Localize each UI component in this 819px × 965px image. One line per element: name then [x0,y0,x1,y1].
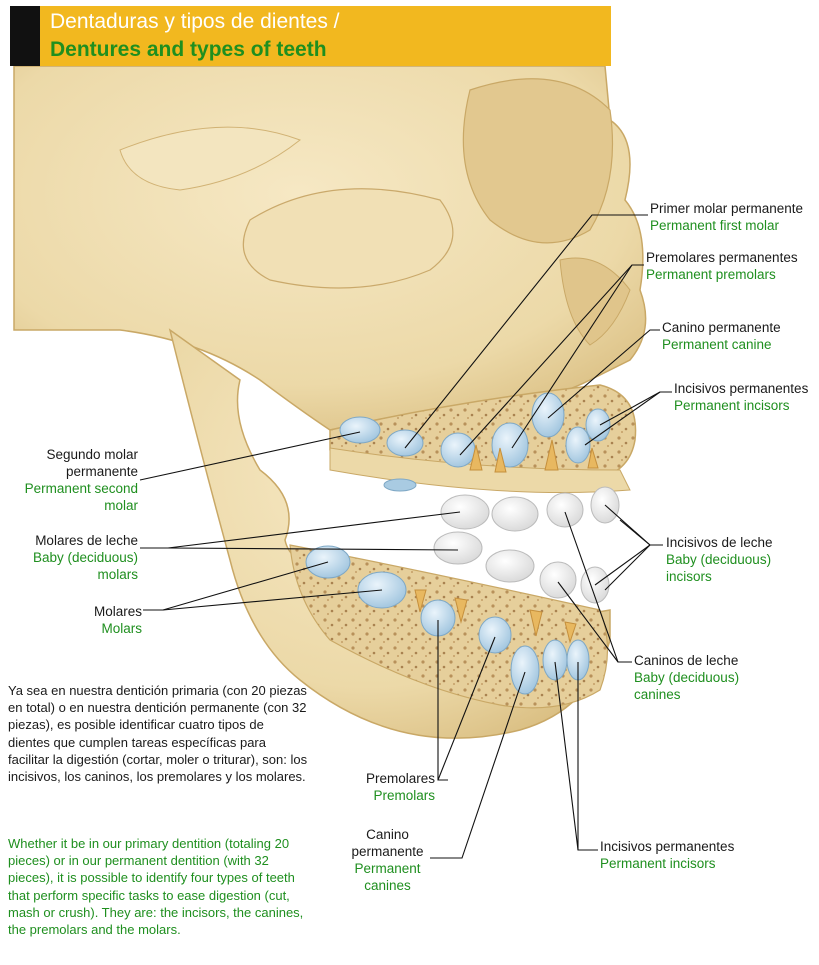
label-molars-es: Molares [8,603,142,620]
label-incisors-top: Incisivos permanentes Permanent incisors [674,380,808,414]
label-canine-bottom-en2: canines [345,877,430,894]
label-premolars-top-es: Premolares permanentes [646,249,798,266]
label-premolars-bottom-en: Premolars [330,787,435,804]
label-second-molar-en2: molar [8,497,138,514]
label-baby-molars-en2: molars [8,566,138,583]
label-baby-canines: Caninos de leche Baby (deciduous) canine… [634,652,739,703]
label-baby-incisors-es: Incisivos de leche [666,534,773,551]
label-baby-incisors-en2: incisors [666,568,773,585]
title-spanish: Dentaduras y tipos de dientes / [50,10,340,34]
label-first-molar-es: Primer molar permanente [650,200,803,217]
label-baby-molars: Molares de leche Baby (deciduous) molars [8,532,138,583]
label-canine-bottom-es2: permanente [345,843,430,860]
label-molars-en: Molars [8,620,142,637]
label-incisors-bottom: Incisivos permanentes Permanent incisors [600,838,734,872]
label-incisors-bottom-es: Incisivos permanentes [600,838,734,855]
label-first-molar: Primer molar permanente Permanent first … [650,200,803,234]
label-canine-top: Canino permanente Permanent canine [662,319,781,353]
label-canine-bottom-en1: Permanent [345,860,430,877]
label-premolars-bottom: Premolares Premolars [330,770,435,804]
header-accent [10,6,40,66]
label-baby-canines-en1: Baby (deciduous) [634,669,739,686]
label-baby-incisors: Incisivos de leche Baby (deciduous) inci… [666,534,773,585]
label-premolars-top-en: Permanent premolars [646,266,798,283]
label-canine-top-en: Permanent canine [662,336,781,353]
label-baby-canines-es: Caninos de leche [634,652,739,669]
label-second-molar-en1: Permanent second [8,480,138,497]
label-second-molar: Segundo molar permanente Permanent secon… [8,446,138,514]
label-molars: Molares Molars [8,603,142,637]
label-canine-top-es: Canino permanente [662,319,781,336]
label-canine-bottom-es1: Canino [345,826,430,843]
label-baby-molars-en1: Baby (deciduous) [8,549,138,566]
description-english: Whether it be in our primary dentition (… [8,835,308,938]
label-baby-canines-en2: canines [634,686,739,703]
description-spanish: Ya sea en nuestra dentición primaria (co… [8,682,308,785]
label-premolars-bottom-es: Premolares [330,770,435,787]
label-first-molar-en: Permanent first molar [650,217,803,234]
title-english: Dentures and types of teeth [50,38,327,62]
label-baby-incisors-en1: Baby (deciduous) [666,551,773,568]
label-canine-bottom: Canino permanente Permanent canines [345,826,430,894]
label-premolars-top: Premolares permanentes Permanent premola… [646,249,798,283]
label-baby-molars-es: Molares de leche [8,532,138,549]
label-incisors-top-en: Permanent incisors [674,397,808,414]
label-second-molar-es1: Segundo molar [8,446,138,463]
label-incisors-bottom-en: Permanent incisors [600,855,734,872]
label-incisors-top-es: Incisivos permanentes [674,380,808,397]
label-second-molar-es2: permanente [8,463,138,480]
